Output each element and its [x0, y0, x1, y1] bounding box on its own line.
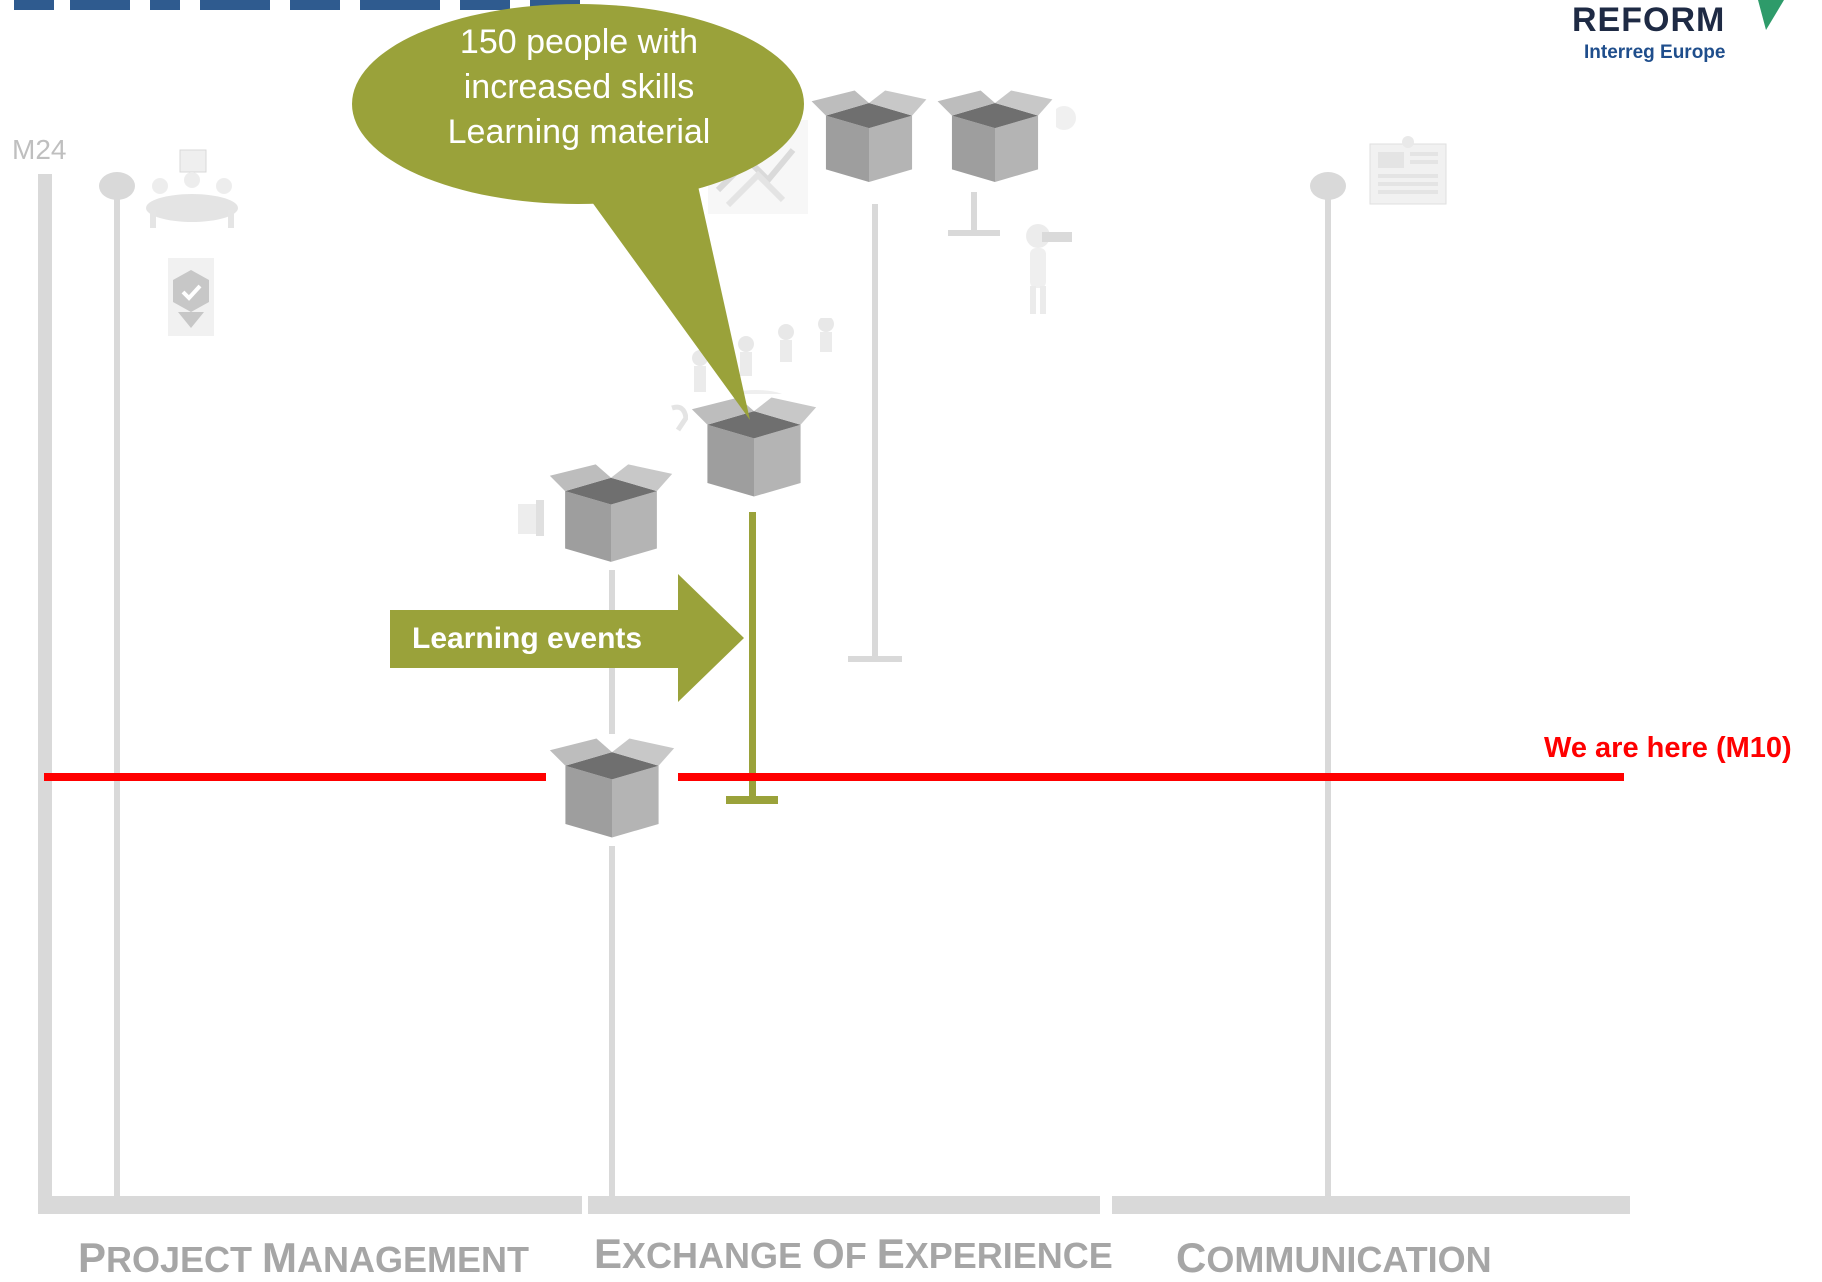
- exchange-base-bar: [588, 1196, 1100, 1214]
- callout-bubble: [352, 4, 804, 420]
- logo-program: Interreg Europe: [1584, 42, 1726, 63]
- box-icon: [691, 397, 817, 497]
- box-icon: [811, 90, 927, 182]
- logo-leaf-icon: [1758, 0, 1784, 30]
- box-middle-upper: [688, 394, 820, 504]
- learning-events-label: Learning events: [412, 622, 643, 655]
- callout-text: 150 people with increased skills Learnin…: [447, 23, 711, 151]
- box-on-current-line: [546, 734, 678, 846]
- logo: REFORM Interreg Europe: [1560, 0, 1822, 70]
- certificate-badge-icon: [168, 258, 214, 336]
- communication-lane-line: [1325, 186, 1331, 1204]
- category-exchange-of-experience: EXCHANGE OF EXPERIENCE: [594, 1230, 1113, 1277]
- exchange-milestone-cap: [848, 656, 902, 662]
- pm-base-bar: [38, 1196, 582, 1214]
- exchange-milestone-small-line: [971, 190, 977, 232]
- exchange-milestone-small-cap: [948, 230, 1000, 236]
- figure-binoculars-icon: [1026, 224, 1072, 314]
- ring-binder-icon: [518, 500, 544, 536]
- learning-milestone-cap: [726, 796, 778, 804]
- pm-lane-dot: [99, 172, 135, 200]
- pm-lane-line: [114, 186, 120, 1204]
- box-top-2: [934, 84, 1056, 192]
- current-position-line: [44, 773, 1624, 781]
- figure-small-icon: [671, 404, 689, 432]
- box-top-1: [808, 84, 930, 192]
- timeline-top-label: M24: [12, 134, 67, 165]
- learning-milestone-line: [749, 512, 756, 804]
- exchange-lane-line: [609, 560, 615, 1204]
- learning-events-arrow: [390, 574, 744, 702]
- category-communication: COMMUNICATION: [1176, 1234, 1492, 1281]
- meeting-table-icon: [146, 149, 238, 228]
- communication-lane-dot: [1310, 172, 1346, 200]
- timeline-axis: [38, 174, 52, 1204]
- communication-base-bar: [1112, 1196, 1630, 1214]
- box-icon: [549, 738, 675, 838]
- newspaper-reader-icon: [1369, 136, 1447, 205]
- box-middle-left: [546, 460, 676, 570]
- box-icon: [549, 464, 673, 562]
- exchange-milestone-line: [872, 204, 878, 660]
- box-icon: [937, 90, 1053, 182]
- logo-name: REFORM: [1572, 1, 1726, 39]
- category-project-management: PROJECT MANAGEMENT: [78, 1234, 530, 1281]
- current-position-label: We are here (M10): [1544, 732, 1792, 764]
- figure-partial-icon: [1052, 106, 1076, 130]
